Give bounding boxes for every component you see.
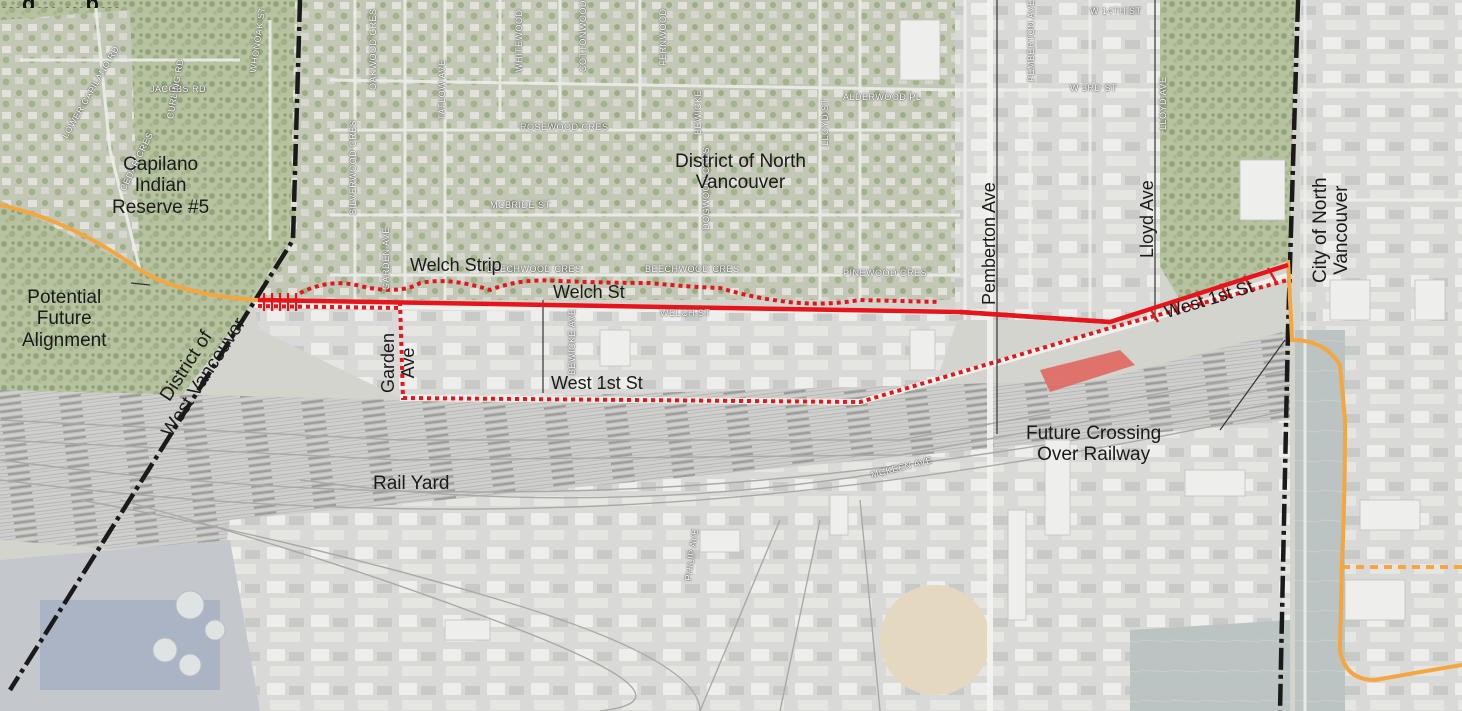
label-pemberton-ave: Pemberton Ave [979, 182, 999, 305]
label-capilano-reserve: Capilano Indian Reserve #5 [112, 154, 210, 218]
street-tatlow: TATLOW AVE [437, 59, 447, 120]
label-lloyd-ave: Lloyd Ave [1137, 180, 1157, 258]
street-beechwood-1: BEECHWOOD CRES [487, 264, 582, 274]
street-pemberton-small: PEMBERTON AVE [1026, 0, 1036, 82]
street-alderwood: ALDERWOOD PL [843, 92, 922, 102]
map-title-fragment: …g… …p… [0, 0, 121, 8]
label-potential-future-alignment: Potential Future Alignment [22, 287, 107, 351]
label-rail-yard: Rail Yard [373, 473, 450, 494]
street-jacobs: JACOBS RD [150, 84, 207, 94]
street-oakwood: OAKWOOD CRES [368, 8, 378, 90]
street-pinewood: PINEWOOD CRES [843, 268, 928, 278]
label-city-north-vancouver: City of North Vancouver [1310, 177, 1353, 283]
street-bewicke: BEWICKE [693, 89, 703, 135]
street-whitewood: WHITEWOOD [514, 9, 524, 73]
street-welch-small: WELCH ST [660, 308, 711, 318]
street-w14th: W 14TH ST [1090, 6, 1142, 16]
street-fernwood: FERNWOOD [658, 8, 668, 67]
street-rosewood: ROSEWOOD CRES [520, 122, 609, 132]
street-silverwood: SILVERWOOD CRES [348, 119, 358, 215]
label-welch-st: Welch St [553, 282, 625, 302]
street-bewicke-small: BEWICKE AVE [567, 308, 577, 375]
label-west-1st-lower: West 1st St [551, 373, 643, 393]
label-future-crossing: Future Crossing Over Railway [1026, 423, 1162, 466]
street-beechwood-2: BEECHWOOD CRES [645, 264, 740, 274]
label-district-north-vancouver: District of North Vancouver [675, 151, 806, 194]
street-lloyd-st: LLOYD ST [820, 98, 830, 146]
street-mcbride: MCBRIDE ST [490, 200, 551, 210]
street-w3rd: W 3RD ST [1070, 83, 1118, 93]
street-cottonwood: COTTONWOOD [578, 0, 588, 72]
label-welch-strip: Welch Strip [410, 255, 502, 275]
label-garden-ave: Garden Ave [378, 332, 419, 393]
street-lloyd-ave-small: LLOYD AVE [1158, 76, 1168, 130]
street-garden-small: GARDEN AVE [381, 227, 391, 290]
